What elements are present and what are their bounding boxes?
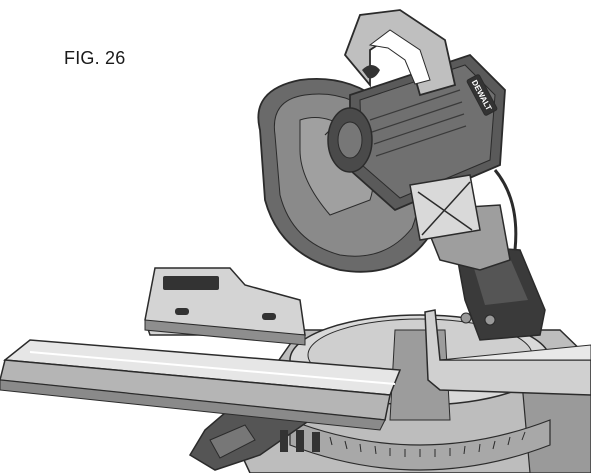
- left-fence: [144, 267, 306, 346]
- motor-housing: DEWALT: [327, 53, 506, 212]
- extension-rail: [0, 339, 402, 431]
- right-fence: [424, 309, 591, 396]
- saw-handle: [343, 9, 457, 97]
- bevel-bracket: [409, 169, 518, 251]
- figure-label: FIG. 26: [64, 48, 126, 68]
